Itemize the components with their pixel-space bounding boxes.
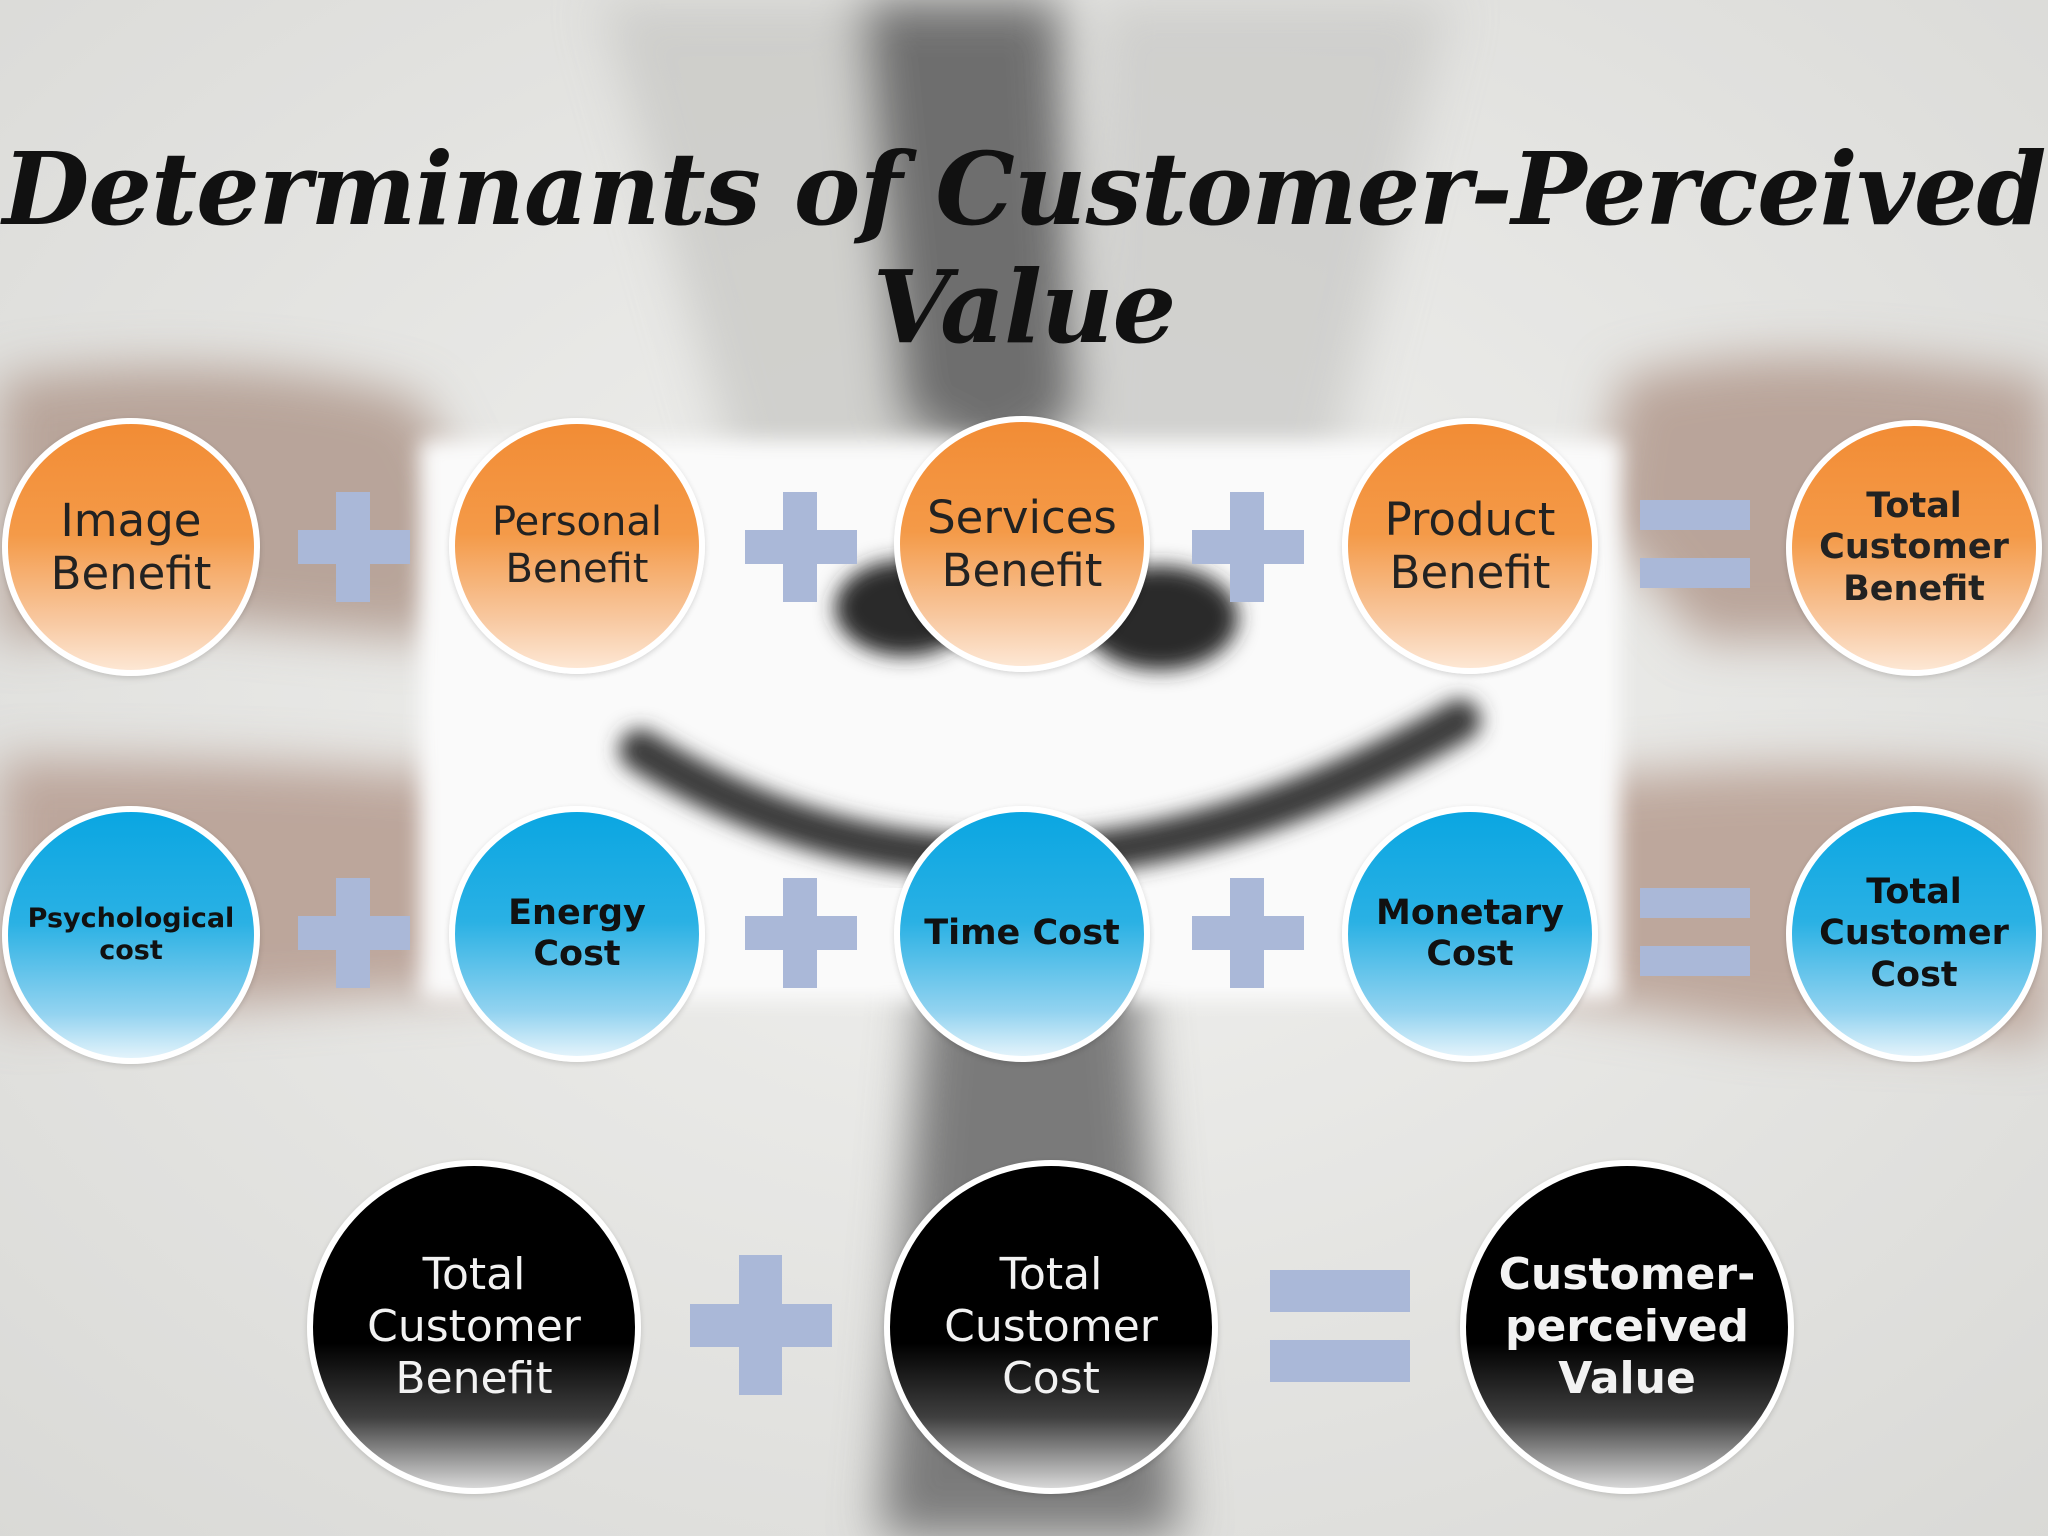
plus-icon (745, 878, 857, 988)
energy-cost-label: Energy Cost (508, 892, 646, 974)
total-customer-cost-result-label: Total Customer Cost (944, 1249, 1158, 1404)
plus-icon (298, 878, 410, 988)
equals-icon (1640, 888, 1750, 978)
psychological-cost-label: Psychological cost (27, 903, 235, 966)
services-benefit-label: Services Benefit (927, 490, 1117, 597)
image-benefit-circle: Image Benefit (2, 418, 260, 676)
plus-icon (1192, 878, 1304, 988)
total-customer-benefit-result-circle: Total Customer Benefit (307, 1160, 641, 1494)
plus-icon (1192, 492, 1304, 602)
product-benefit-label: Product Benefit (1384, 492, 1556, 599)
personal-benefit-label: Personal Benefit (491, 498, 663, 592)
plus-icon (745, 492, 857, 602)
energy-cost-circle: Energy Cost (449, 806, 705, 1062)
services-benefit-circle: Services Benefit (894, 416, 1150, 672)
monetary-cost-circle: Monetary Cost (1342, 806, 1598, 1062)
slide-title: Determinants of Customer-Perceived Value (2, 130, 2047, 366)
psychological-cost-circle: Psychological cost (2, 806, 260, 1064)
total-customer-cost-circle: Total Customer Cost (1786, 806, 2042, 1062)
equals-icon (1640, 500, 1750, 590)
total-customer-benefit-label: Total Customer Benefit (1819, 486, 2009, 609)
plus-icon (298, 492, 410, 602)
total-customer-cost-result-circle: Total Customer Cost (884, 1160, 1218, 1494)
product-benefit-circle: Product Benefit (1342, 418, 1598, 674)
image-benefit-label: Image Benefit (50, 493, 212, 600)
customer-perceived-value-circle: Customer- perceived Value (1460, 1160, 1794, 1494)
total-customer-cost-label: Total Customer Cost (1819, 872, 2009, 995)
personal-benefit-circle: Personal Benefit (449, 418, 705, 674)
plus-icon (690, 1255, 832, 1395)
customer-perceived-value-label: Customer- perceived Value (1498, 1249, 1756, 1404)
monetary-cost-label: Monetary Cost (1376, 892, 1564, 974)
time-cost-circle: Time Cost (894, 806, 1150, 1062)
time-cost-label: Time Cost (924, 913, 1120, 954)
total-customer-benefit-circle: Total Customer Benefit (1786, 420, 2042, 676)
total-customer-benefit-result-label: Total Customer Benefit (367, 1249, 581, 1404)
equals-icon (1270, 1270, 1410, 1382)
